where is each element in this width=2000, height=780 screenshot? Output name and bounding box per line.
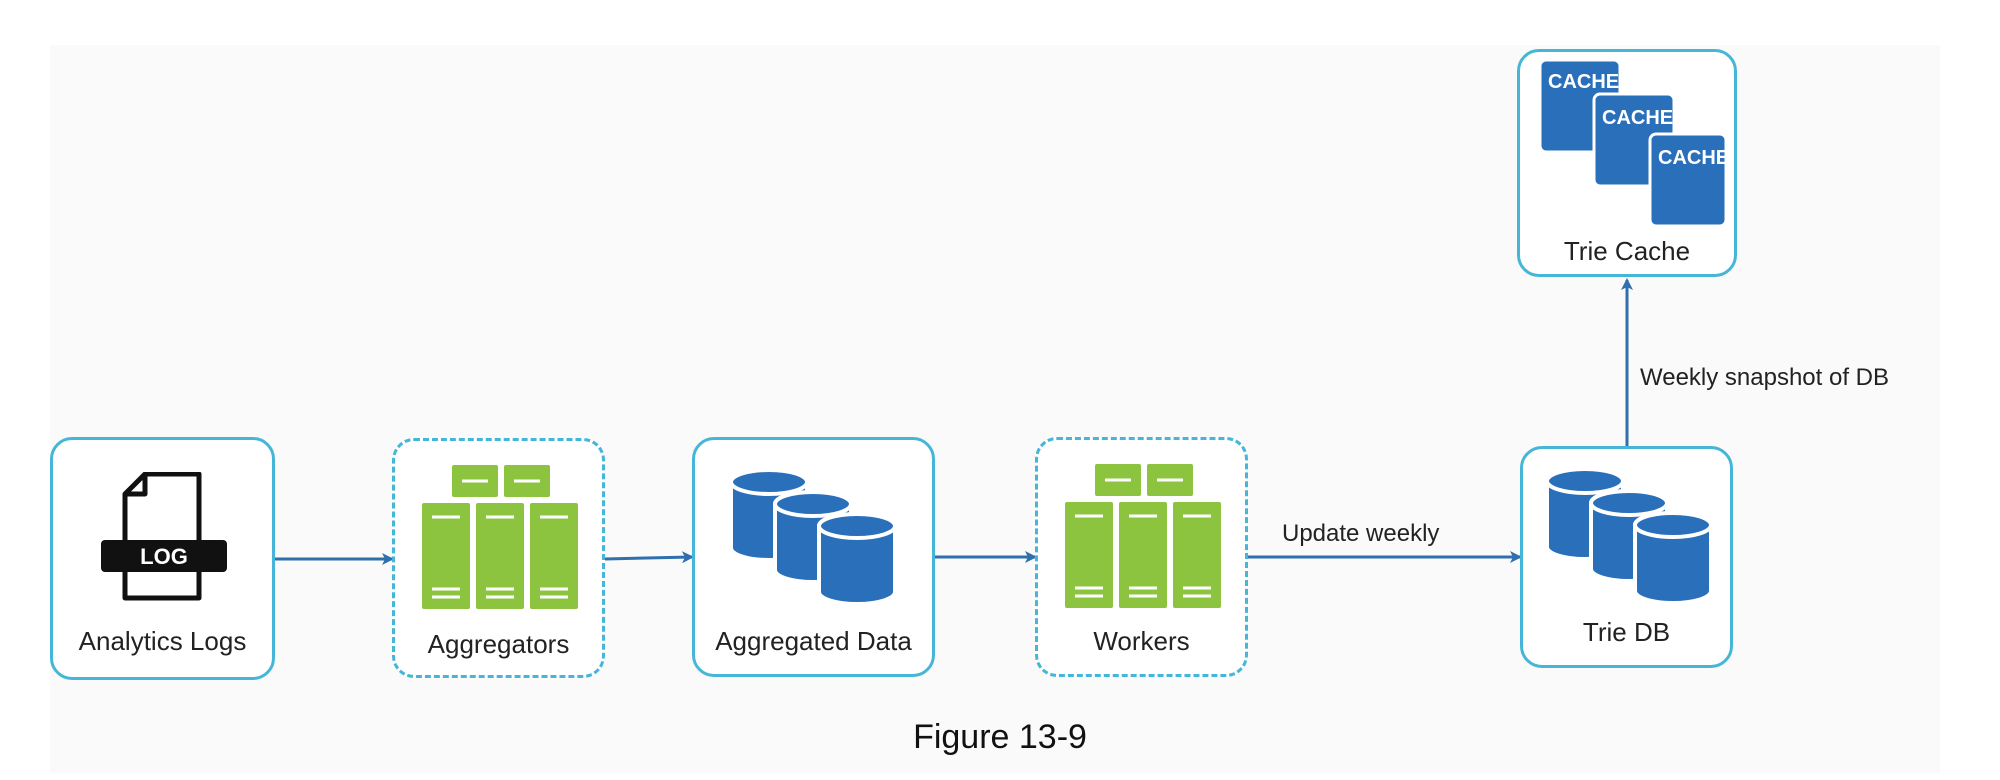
cache-label-2: CACHE bbox=[1602, 107, 1673, 129]
edge-label-update-weekly: Update weekly bbox=[1282, 520, 1440, 547]
database-icon bbox=[729, 468, 897, 606]
aggregators-label: Aggregators bbox=[427, 629, 570, 659]
arrow-aggregators-to-aggregated-data bbox=[604, 551, 694, 564]
workers-label: Workers bbox=[1093, 626, 1190, 656]
analytics-logs-label: Analytics Logs bbox=[78, 626, 247, 656]
log-icon-text: LOG bbox=[140, 544, 188, 569]
figure-caption: Figure 13-9 bbox=[913, 718, 1087, 756]
server-rack-icon bbox=[1065, 464, 1221, 608]
database-icon bbox=[1545, 467, 1713, 605]
trie-cache-label: Trie Cache bbox=[1563, 236, 1691, 266]
workers-node: Workers bbox=[1035, 437, 1248, 677]
cache-label-1: CACHE bbox=[1548, 71, 1619, 93]
analytics-logs-node: LOG Analytics Logs bbox=[50, 437, 275, 680]
aggregated-data-node: Aggregated Data bbox=[692, 437, 935, 677]
aggregators-node: Aggregators bbox=[392, 438, 605, 678]
aggregated-data-label: Aggregated Data bbox=[715, 626, 912, 656]
edge-label-weekly-snapshot: Weekly snapshot of DB bbox=[1640, 364, 1890, 391]
trie-db-label: Trie DB bbox=[1582, 617, 1671, 647]
trie-cache-node: CACHE CACHE CACHE Trie Cache bbox=[1517, 49, 1737, 277]
server-rack-icon bbox=[422, 465, 578, 609]
trie-db-node: Trie DB bbox=[1520, 446, 1733, 668]
cache-label-3: CACHE bbox=[1658, 147, 1728, 169]
log-file-icon: LOG bbox=[101, 472, 227, 601]
cache-icon: CACHE CACHE CACHE bbox=[1538, 58, 1728, 228]
